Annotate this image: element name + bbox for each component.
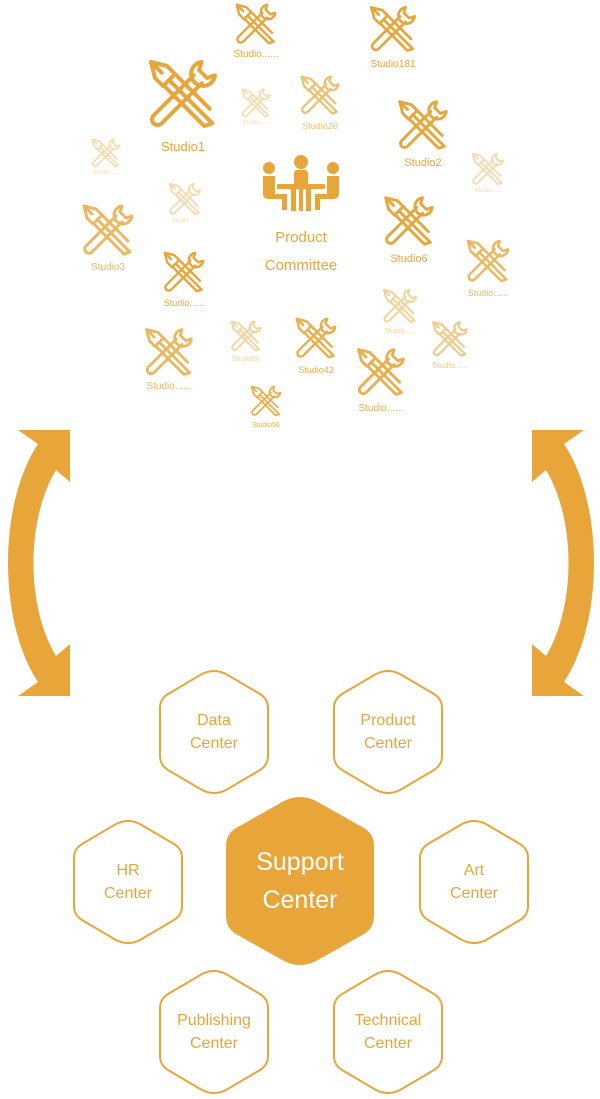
meeting-people-icon bbox=[263, 155, 339, 211]
tools-icon bbox=[230, 0, 282, 48]
hex-label-line2: Center bbox=[363, 735, 413, 752]
tools-icon bbox=[226, 318, 266, 354]
tools-icon bbox=[290, 314, 342, 362]
hex-label-line1: Technical bbox=[354, 1012, 422, 1029]
right-double-arrow bbox=[532, 430, 594, 696]
tools-icon bbox=[136, 324, 202, 380]
product-committee: Product Committee bbox=[248, 154, 354, 280]
hr-center-hex: HR Center bbox=[70, 820, 186, 944]
studio-right-faint: Studio...... bbox=[380, 286, 420, 335]
tools-icon bbox=[78, 200, 138, 260]
committee-label-line1: Product bbox=[275, 229, 327, 246]
tools-icon bbox=[380, 286, 420, 326]
tools-icon bbox=[156, 248, 212, 296]
studio-faint-b: Studio...... bbox=[84, 136, 128, 176]
committee-label-line2: Committee bbox=[264, 257, 338, 274]
studio-right-lower: Studio...... bbox=[426, 318, 474, 370]
studio-top-a: Studio...... bbox=[230, 0, 282, 60]
tools-icon bbox=[378, 192, 440, 250]
studio-faint-c: Studio...... bbox=[466, 150, 510, 194]
tools-icon bbox=[392, 96, 454, 154]
studio-26-low: Studio26 bbox=[226, 318, 266, 363]
hex-label-line2: Center bbox=[189, 1035, 239, 1052]
studio-1: Studio1 bbox=[138, 54, 228, 153]
hex-label-line1: Product bbox=[360, 712, 416, 729]
studio-42: Studio42 bbox=[290, 314, 342, 375]
studio-left-mid: Studio...... bbox=[156, 248, 212, 308]
tools-icon bbox=[138, 54, 228, 134]
hex-label-line1: HR bbox=[116, 862, 140, 879]
hex-label-line1: Data bbox=[197, 712, 231, 729]
studio-lower-right: Studio...... bbox=[346, 344, 416, 414]
tools-icon bbox=[366, 0, 420, 58]
tools-icon bbox=[426, 318, 474, 360]
hex-label-line2: Center bbox=[262, 886, 338, 914]
tools-icon bbox=[162, 180, 208, 218]
left-double-arrow bbox=[8, 430, 70, 696]
studio-right-mid: Studio...... bbox=[458, 236, 518, 298]
hex-label-line1: Publishing bbox=[177, 1012, 251, 1029]
studio-2: Studio2 bbox=[392, 96, 454, 169]
studio-faint-a: Studio...... bbox=[238, 86, 274, 126]
studio-lower-left: Studio...... bbox=[136, 324, 202, 392]
tools-icon bbox=[238, 86, 274, 120]
studio-6: Studio6 bbox=[378, 192, 440, 265]
tools-icon bbox=[466, 150, 510, 188]
tools-icon bbox=[294, 72, 346, 118]
studio-56: Studio56 bbox=[248, 382, 284, 429]
tools-icon bbox=[346, 344, 416, 400]
studio-faint-d: Studio...... bbox=[162, 180, 208, 224]
studio-3: Studio3 bbox=[78, 200, 138, 273]
tools-icon bbox=[458, 236, 518, 286]
studio-181: Studio181 bbox=[366, 0, 420, 70]
hex-label-line2: Center bbox=[363, 1035, 413, 1052]
tools-icon bbox=[248, 382, 284, 420]
studio-26-top: Studio26 bbox=[294, 72, 346, 131]
hex-label-line2: Center bbox=[189, 735, 239, 752]
tools-icon bbox=[84, 136, 128, 170]
hex-label-line1: Art bbox=[463, 862, 485, 879]
hex-label-line2: Center bbox=[449, 885, 499, 902]
hex-label-line2: Center bbox=[103, 885, 153, 902]
hex-label-line1: Support bbox=[256, 848, 344, 876]
